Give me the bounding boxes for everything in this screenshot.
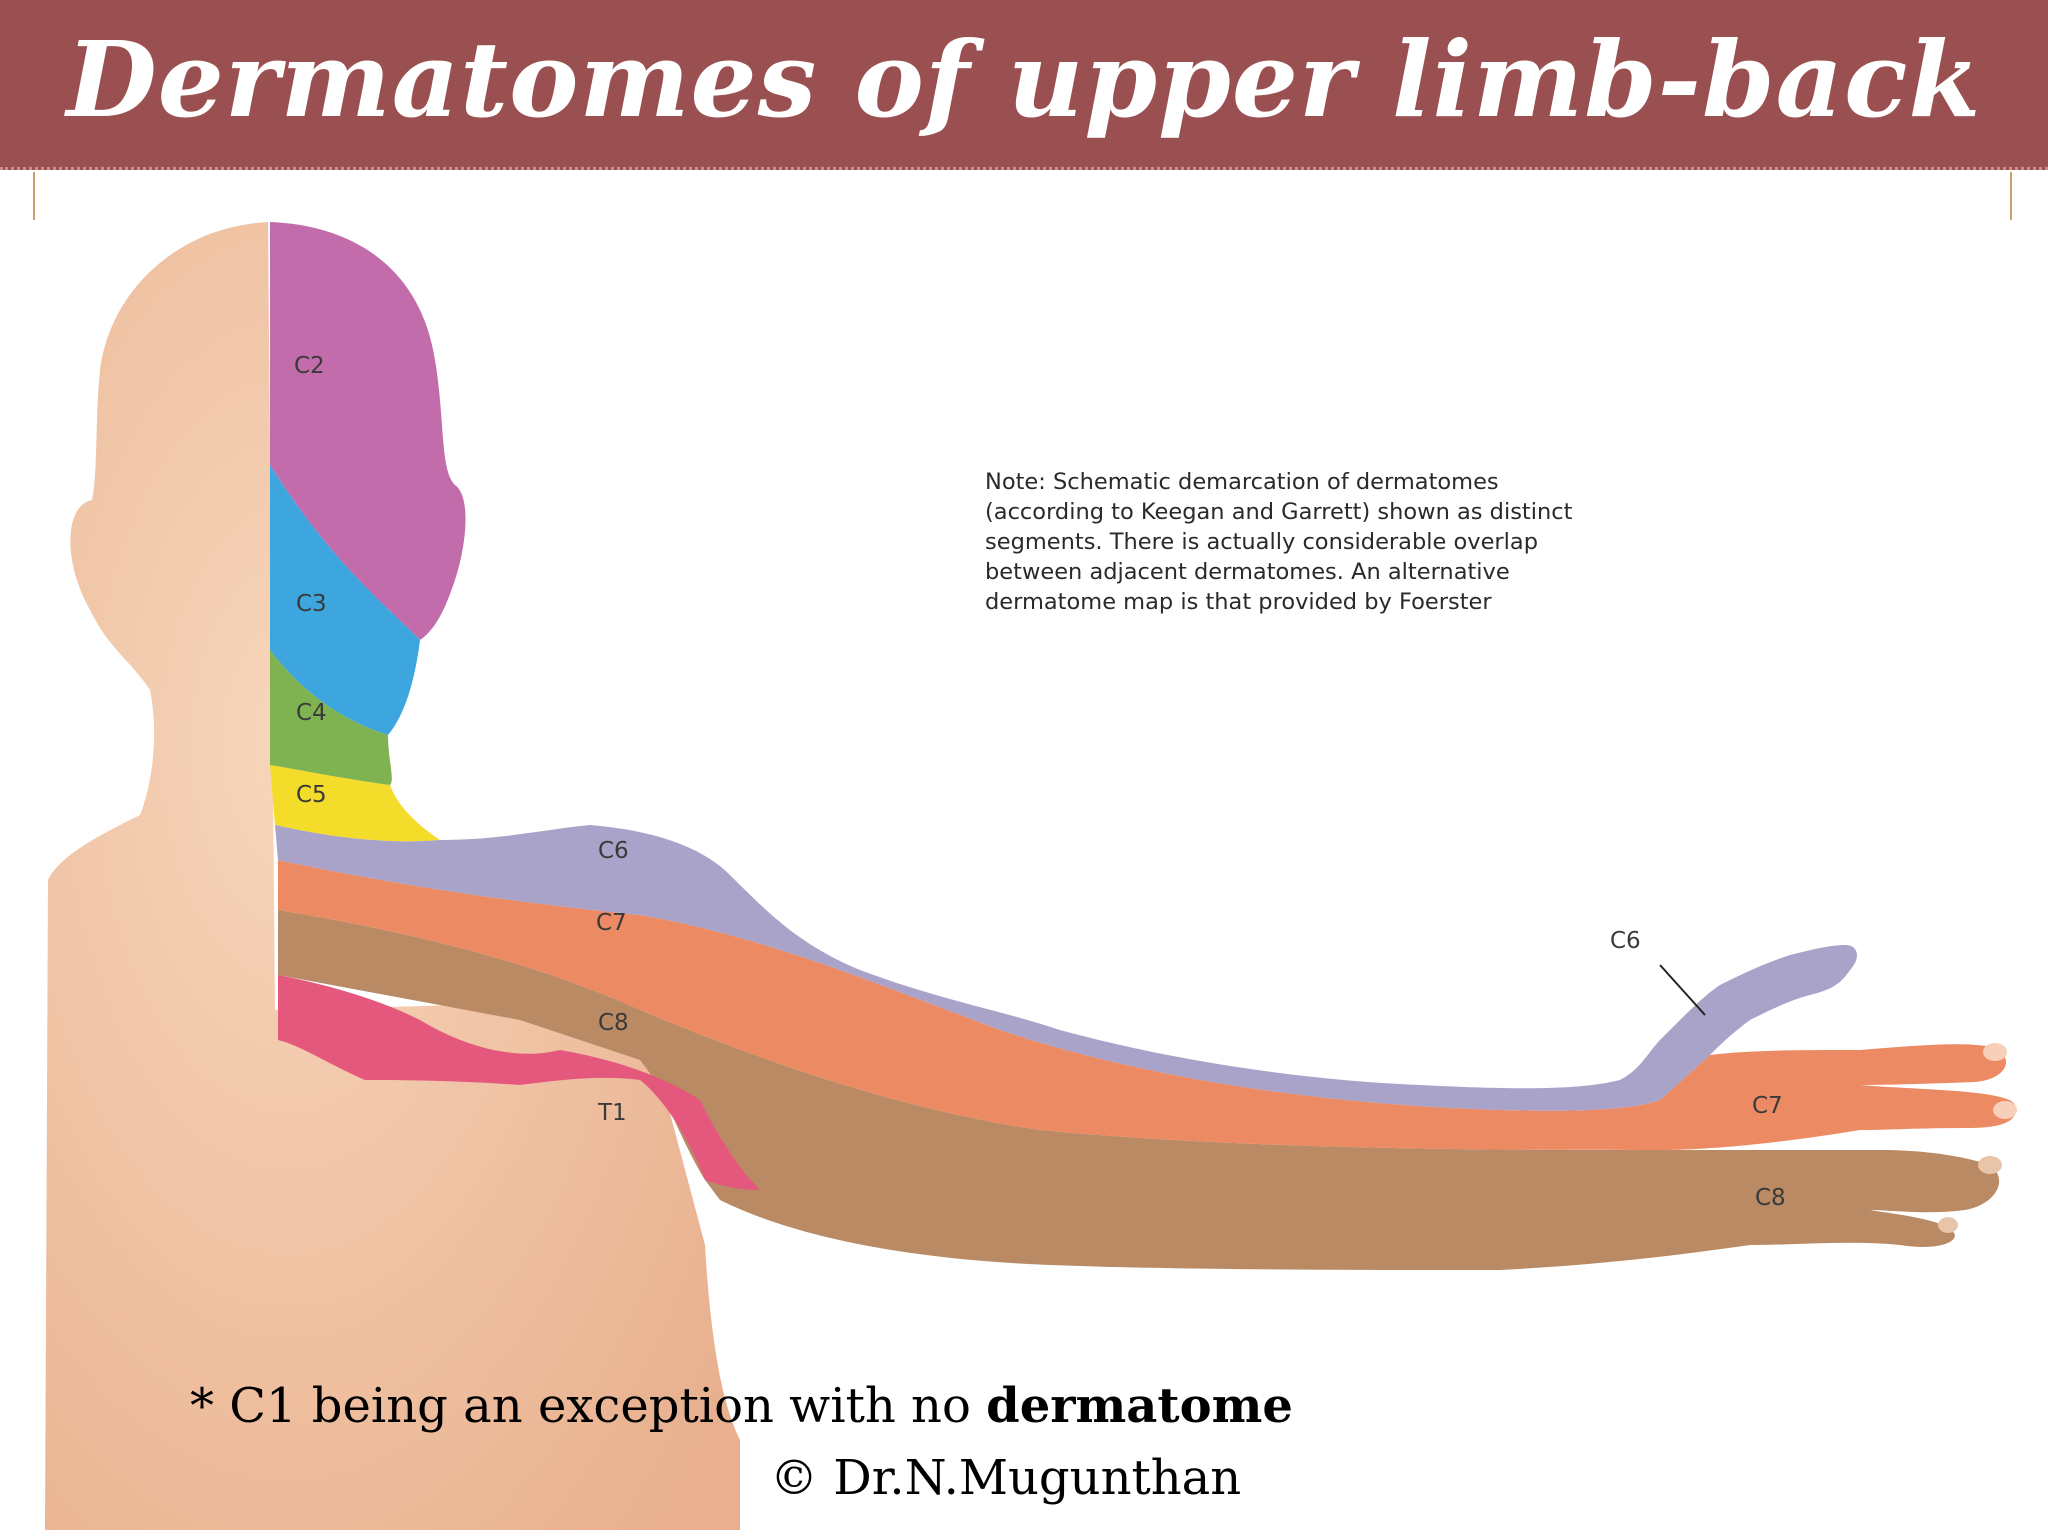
right-rule (2010, 172, 2012, 220)
label-c6-thumb: C6 (1610, 928, 1641, 954)
dermatome-c3 (270, 465, 420, 735)
nail-4 (1938, 1217, 1958, 1233)
label-c7-arm: C7 (596, 910, 627, 936)
label-c4: C4 (296, 700, 327, 726)
note-line-2: (according to Keegan and Garrett) shown … (985, 499, 1573, 525)
label-c7-hand: C7 (1752, 1093, 1783, 1119)
note-line-1: Note: Schematic demarcation of dermatome… (985, 469, 1499, 495)
dermatome-t1 (278, 975, 760, 1190)
label-c8-arm: C8 (598, 1010, 629, 1036)
c1-footnote: * C1 being an exception with no dermatom… (190, 1378, 1293, 1434)
copyright: © Dr.N.Mugunthan (770, 1450, 1242, 1506)
label-c6-arm: C6 (598, 838, 629, 864)
dermatome-c2 (270, 222, 466, 640)
title-bar: Dermatomes of upper limb-back (0, 0, 2048, 170)
slide-title: Dermatomes of upper limb-back (66, 18, 1982, 141)
label-c5: C5 (296, 782, 327, 808)
dermatome-c6 (275, 825, 1857, 1111)
label-t1: T1 (597, 1100, 627, 1126)
nail-1 (1983, 1043, 2007, 1061)
body-silhouette (45, 222, 740, 1530)
label-c8-hand: C8 (1755, 1185, 1786, 1211)
overlap-note: Note: Schematic demarcation of dermatome… (985, 467, 1625, 617)
dermatome-c4 (270, 650, 392, 785)
nail-2 (1993, 1101, 2017, 1119)
label-c3: C3 (296, 591, 327, 617)
note-line-3: segments. There is actually considerable… (985, 529, 1538, 555)
note-line-5: dermatome map is that provided by Foerst… (985, 589, 1492, 615)
footnote-bold-term: dermatome (986, 1378, 1293, 1434)
footnote-text: * C1 being an exception with no (190, 1378, 987, 1434)
dermatome-c7 (278, 860, 2016, 1150)
label-c2: C2 (294, 353, 325, 379)
nail-3 (1978, 1156, 2002, 1174)
c6-pointer-line (1659, 964, 1706, 1016)
note-line-4: between adjacent dermatomes. An alternat… (985, 559, 1510, 585)
left-rule (33, 172, 35, 220)
dermatome-c5 (270, 765, 440, 842)
